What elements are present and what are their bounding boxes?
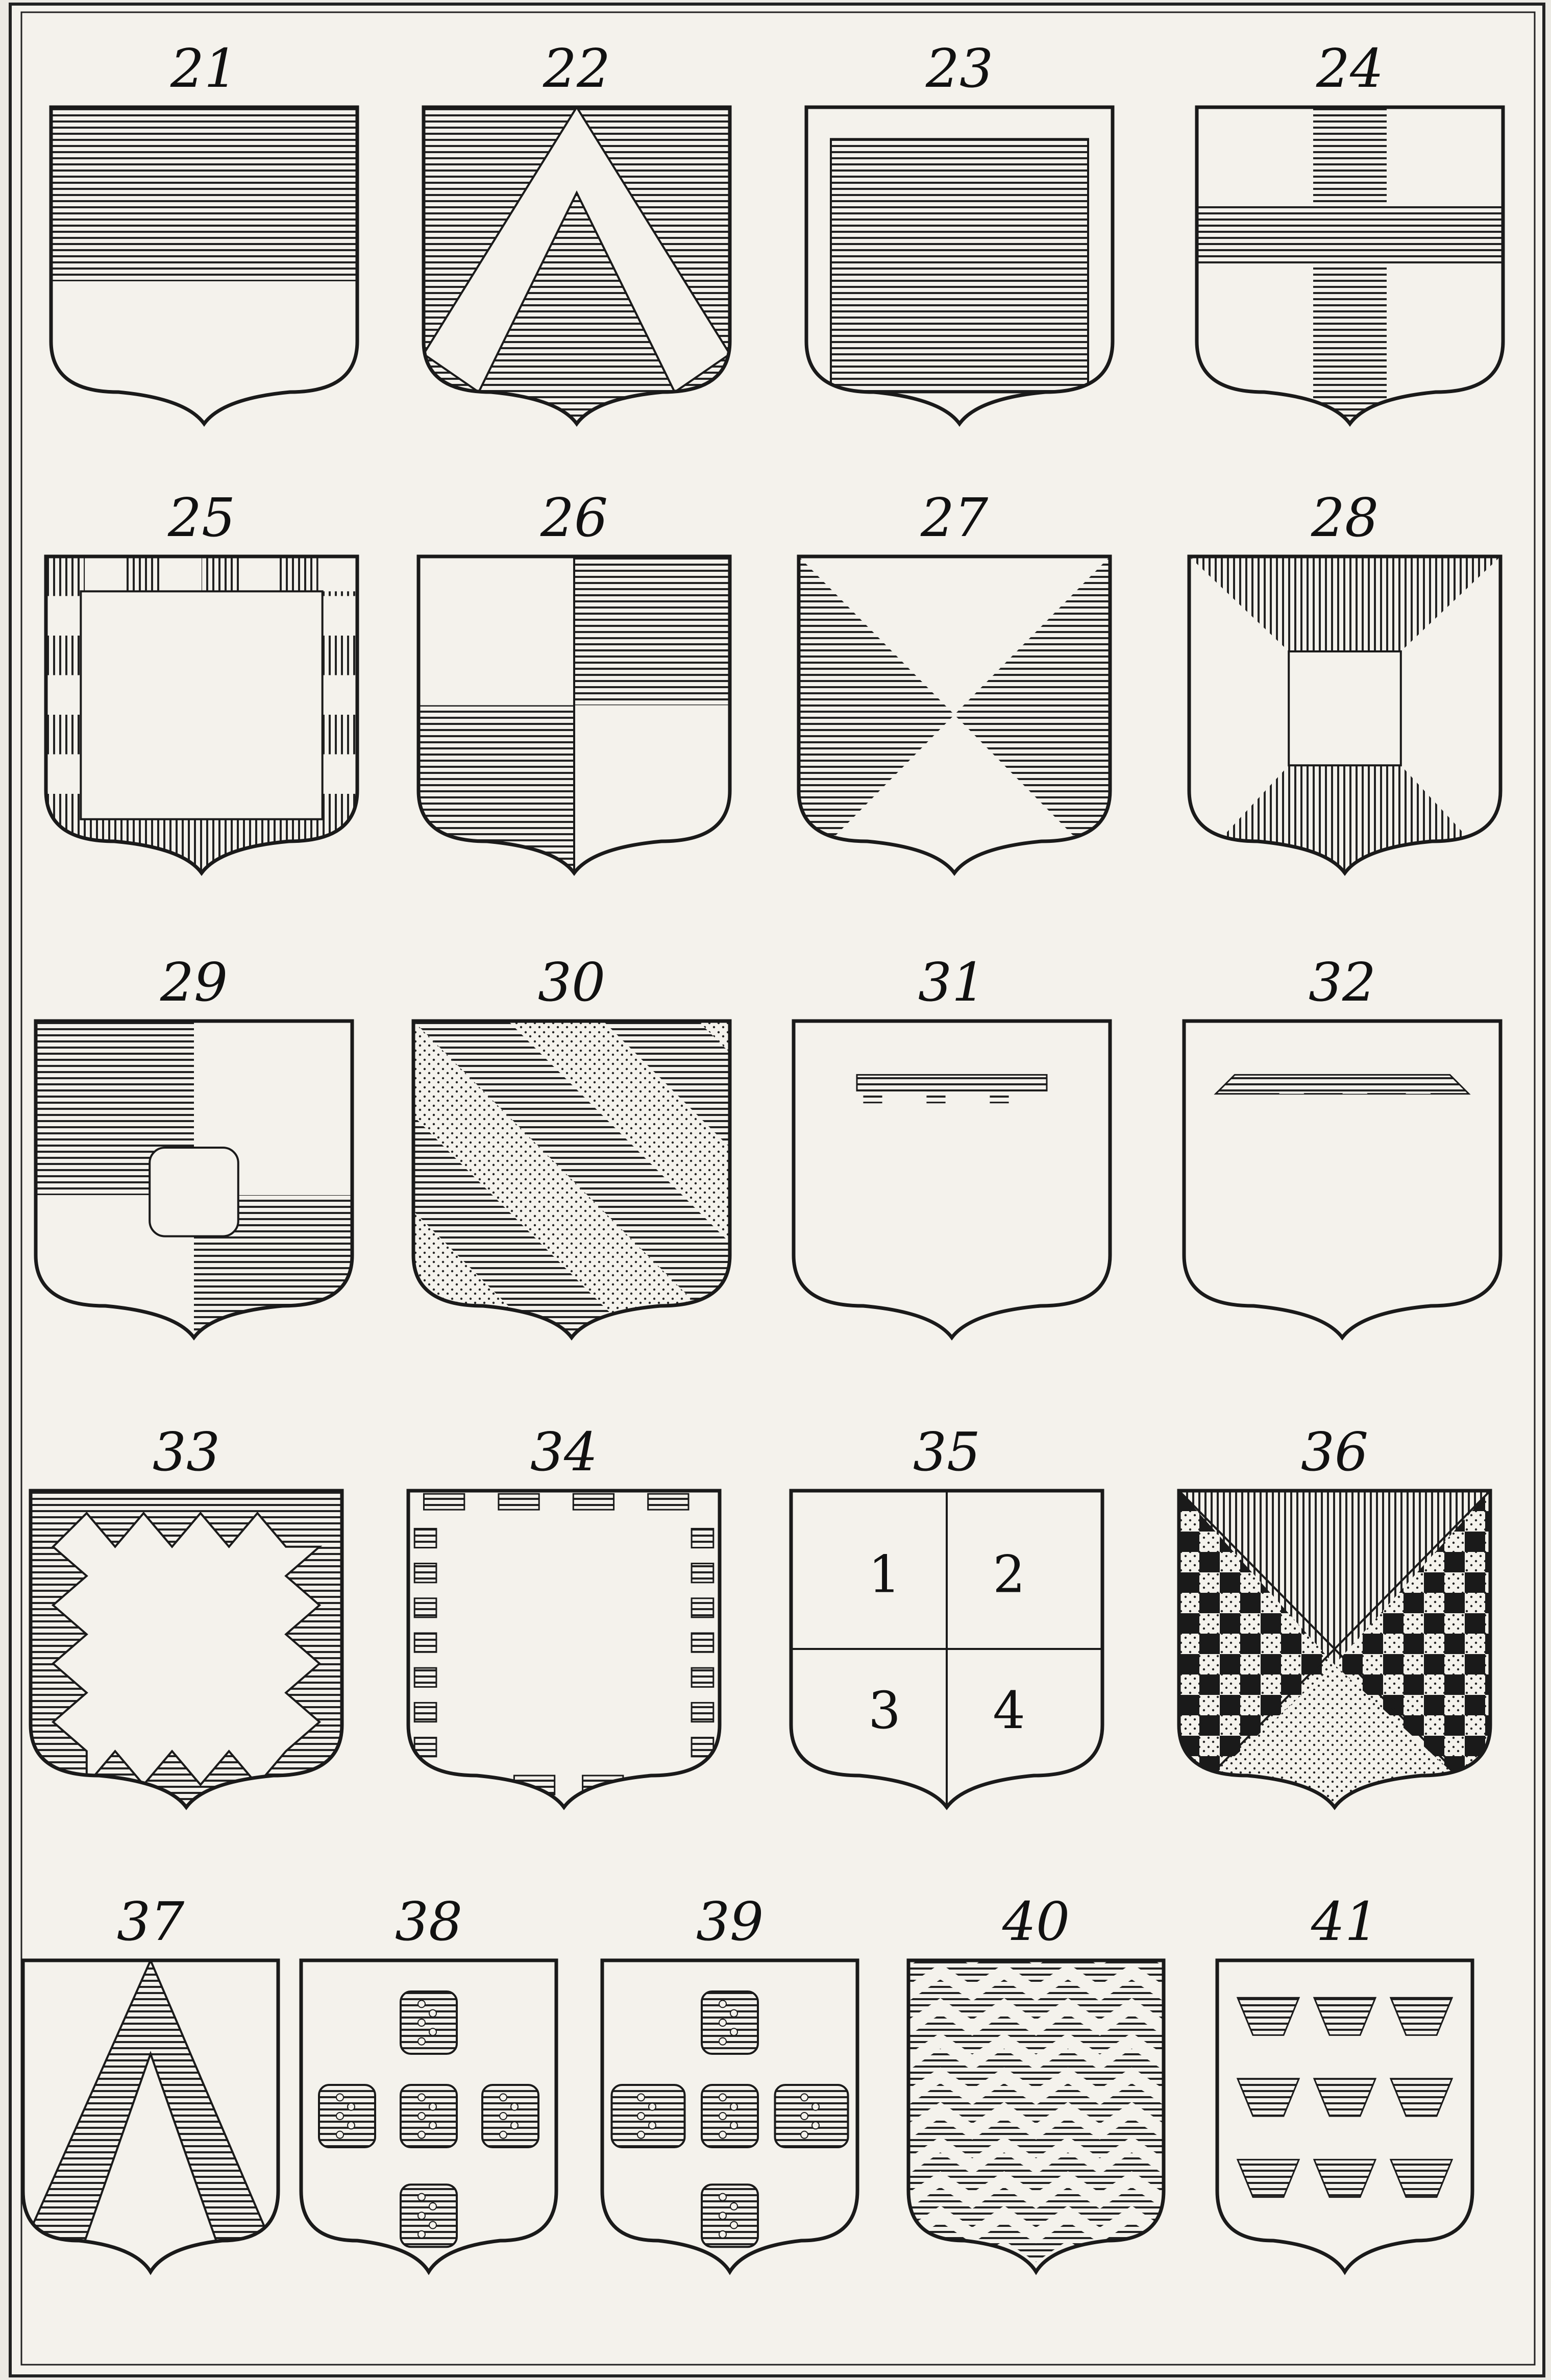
shield-number: 30 [538,951,605,1013]
shield-number: 34 [530,1421,598,1483]
shield-number: 36 [1301,1421,1368,1483]
shield-number: 25 [167,487,235,549]
shield-number: 23 [925,37,993,100]
shield-number: 38 [395,1890,462,1953]
shield-number: 33 [153,1421,220,1483]
shield-number: 41 [1311,1890,1378,1953]
shield-number: 26 [540,487,608,549]
quarter-number: 3 [868,1681,901,1740]
shield-number: 40 [1002,1890,1070,1953]
shield-number: 21 [170,37,238,100]
quarter-number: 2 [993,1544,1025,1604]
shield-number: 24 [1316,37,1384,100]
shield-number: 31 [918,951,986,1013]
shield-number: 37 [117,1890,185,1953]
shield-number: 35 [913,1421,980,1483]
shield-number: 27 [920,487,989,549]
shield-number: 39 [696,1890,764,1953]
quarter-number: 1 [868,1544,901,1604]
shield-number: 29 [160,951,228,1013]
shield-number: 32 [1309,951,1376,1013]
shield-number: 22 [543,37,610,100]
shield-number: 28 [1311,487,1378,549]
quarter-number: 4 [993,1681,1025,1740]
